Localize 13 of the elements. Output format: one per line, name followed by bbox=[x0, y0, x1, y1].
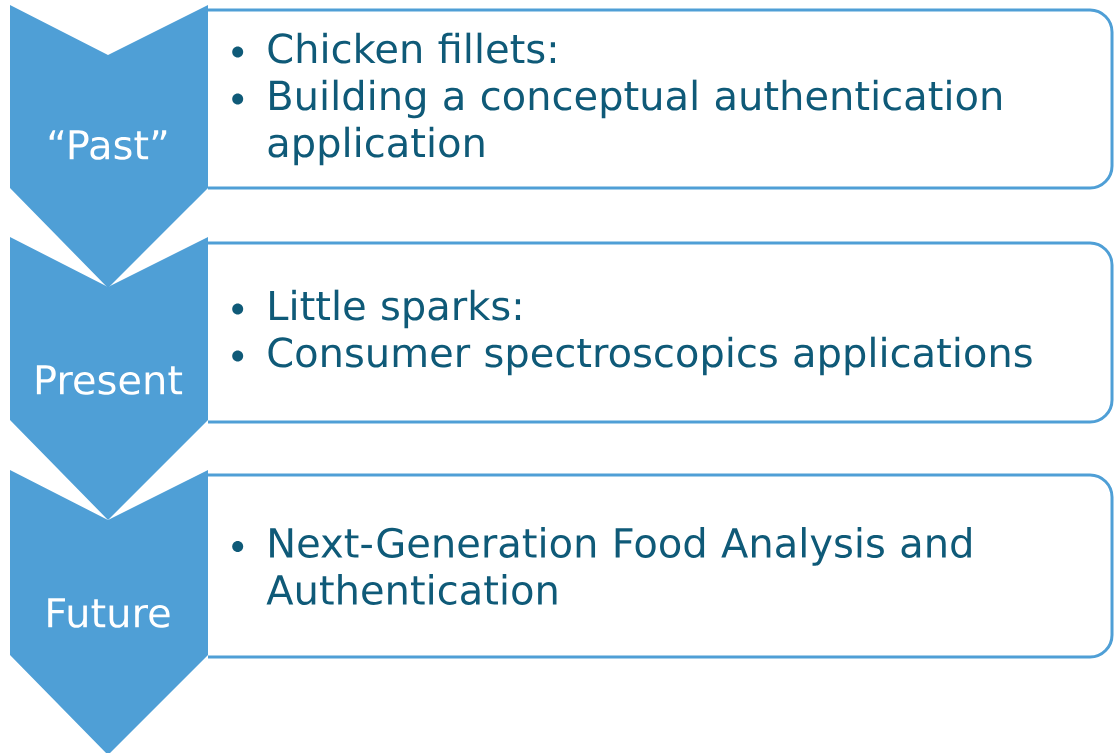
text-box bbox=[208, 8, 1114, 190]
text-box bbox=[208, 241, 1114, 424]
node-label: Present bbox=[36, 365, 183, 395]
bullet-text: Building a conceptual authentication application bbox=[268, 79, 1001, 166]
step-band: Present bbox=[10, 237, 208, 520]
bullet-text: Little sparks: bbox=[270, 289, 520, 329]
step-band: Future bbox=[10, 470, 208, 753]
bullet-text: Next-Generation Food Analysis and Authentication bbox=[266, 527, 971, 605]
text-box bbox=[208, 473, 1114, 659]
bullet-text: Consumer spectroscopics applications bbox=[268, 336, 1032, 376]
node-label: “Past” bbox=[49, 130, 167, 160]
bullet-text: Chicken fillets: bbox=[268, 32, 555, 64]
step-band: “Past” bbox=[10, 5, 208, 288]
